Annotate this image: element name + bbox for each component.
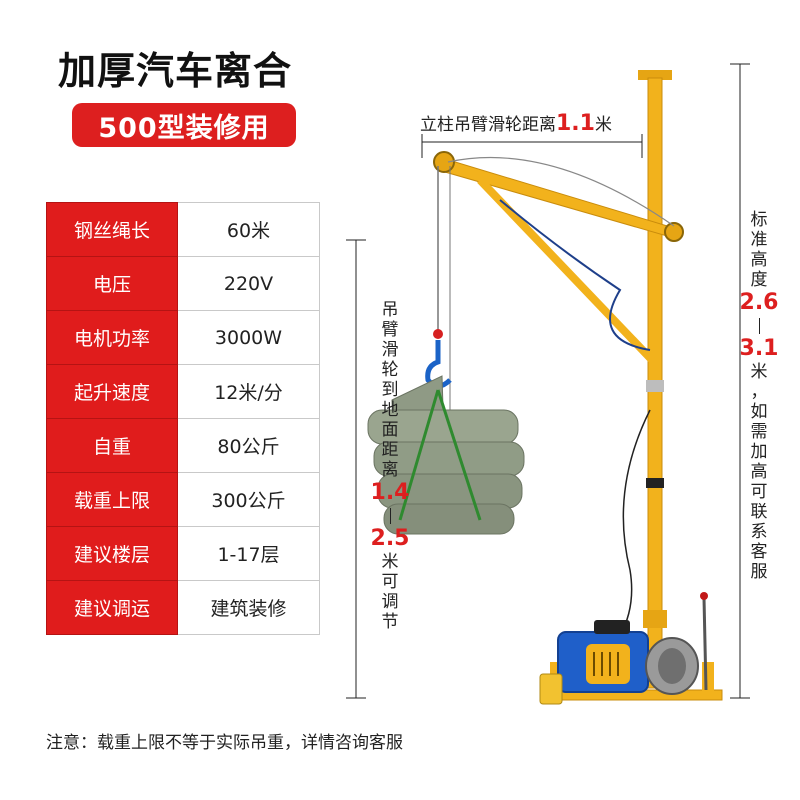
arm-dimension-line: [421, 134, 643, 158]
crane-illustration: [346, 63, 750, 705]
standard-height-min: 2.6: [739, 290, 779, 315]
spec-value: 3000W: [177, 310, 320, 365]
winch-base: [539, 592, 723, 705]
spec-value: 60米: [177, 202, 320, 257]
spec-key: 电压: [46, 256, 178, 311]
crane-mast: [638, 70, 672, 689]
spec-value: 80公斤: [177, 418, 320, 473]
spec-value: 12米/分: [177, 364, 320, 419]
spec-value: 220V: [177, 256, 320, 311]
sandbag-load: [367, 375, 525, 535]
arm-distance-label: 立柱吊臂滑轮距离1.1米: [420, 111, 612, 136]
arm-distance-value: 1.1: [556, 111, 595, 136]
spec-key: 起升速度: [46, 364, 178, 419]
height-dimension-line: [730, 63, 750, 699]
spec-key: 建议楼层: [46, 526, 178, 581]
model-badge: 500型装修用: [72, 103, 296, 147]
model-badge-label: 500型装修用: [98, 112, 270, 144]
hook-height-max: 2.5: [370, 526, 410, 551]
spec-key: 自重: [46, 418, 178, 473]
spec-row: 建议调运建筑装修: [46, 580, 320, 635]
hook-height-label: 吊臂滑轮到地面距离 1.4 2.5 米可调节: [370, 300, 410, 632]
spec-value: 建筑装修: [177, 580, 320, 635]
spec-key: 建议调运: [46, 580, 178, 635]
standard-height-max: 3.1: [739, 336, 779, 361]
crane-boom: [433, 151, 684, 363]
load-disclaimer-note: 注意：载重上限不等于实际吊重，详情咨询客服: [46, 733, 403, 753]
spec-key: 载重上限: [46, 472, 178, 527]
spec-key: 钢丝绳长: [46, 202, 178, 257]
standard-height-label: 标准高度 2.6 3.1 米，如需加高可联系客服: [739, 210, 779, 582]
hook-dimension-line: [346, 239, 366, 699]
spec-value: 300公斤: [177, 472, 320, 527]
spec-key: 电机功率: [46, 310, 178, 365]
product-title: 加厚汽车离合: [58, 49, 293, 93]
hook-height-min: 1.4: [370, 480, 410, 505]
spec-value: 1-17层: [177, 526, 320, 581]
range-dash: [758, 318, 760, 334]
range-dash: [389, 508, 391, 524]
